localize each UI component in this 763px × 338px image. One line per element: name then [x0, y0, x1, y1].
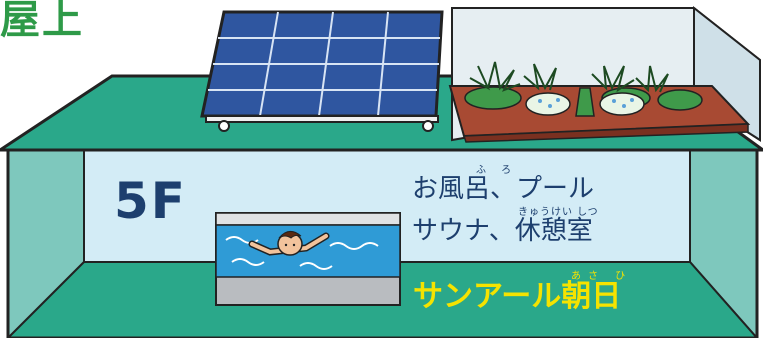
ruby-kyukeishitsu: きゅうけい しつ — [518, 207, 599, 218]
floor-label: 5F — [114, 172, 187, 230]
solar-panel-icon — [200, 10, 444, 132]
pool-icon — [215, 212, 401, 306]
ruby-asahi: あさ ひ — [571, 271, 633, 282]
rooftop-garden-icon — [448, 5, 761, 143]
facility-line-2: サウナ、休憩室 — [412, 216, 593, 246]
swimmer-icon — [248, 231, 330, 256]
floor-frame — [6, 148, 759, 338]
ruby-furo: ふ ろ — [476, 165, 518, 176]
rooftop-label: 屋上 — [0, 0, 84, 43]
brand-name: サンアール朝日 — [413, 279, 622, 314]
facility-line-1: お風呂、プール — [412, 174, 595, 204]
